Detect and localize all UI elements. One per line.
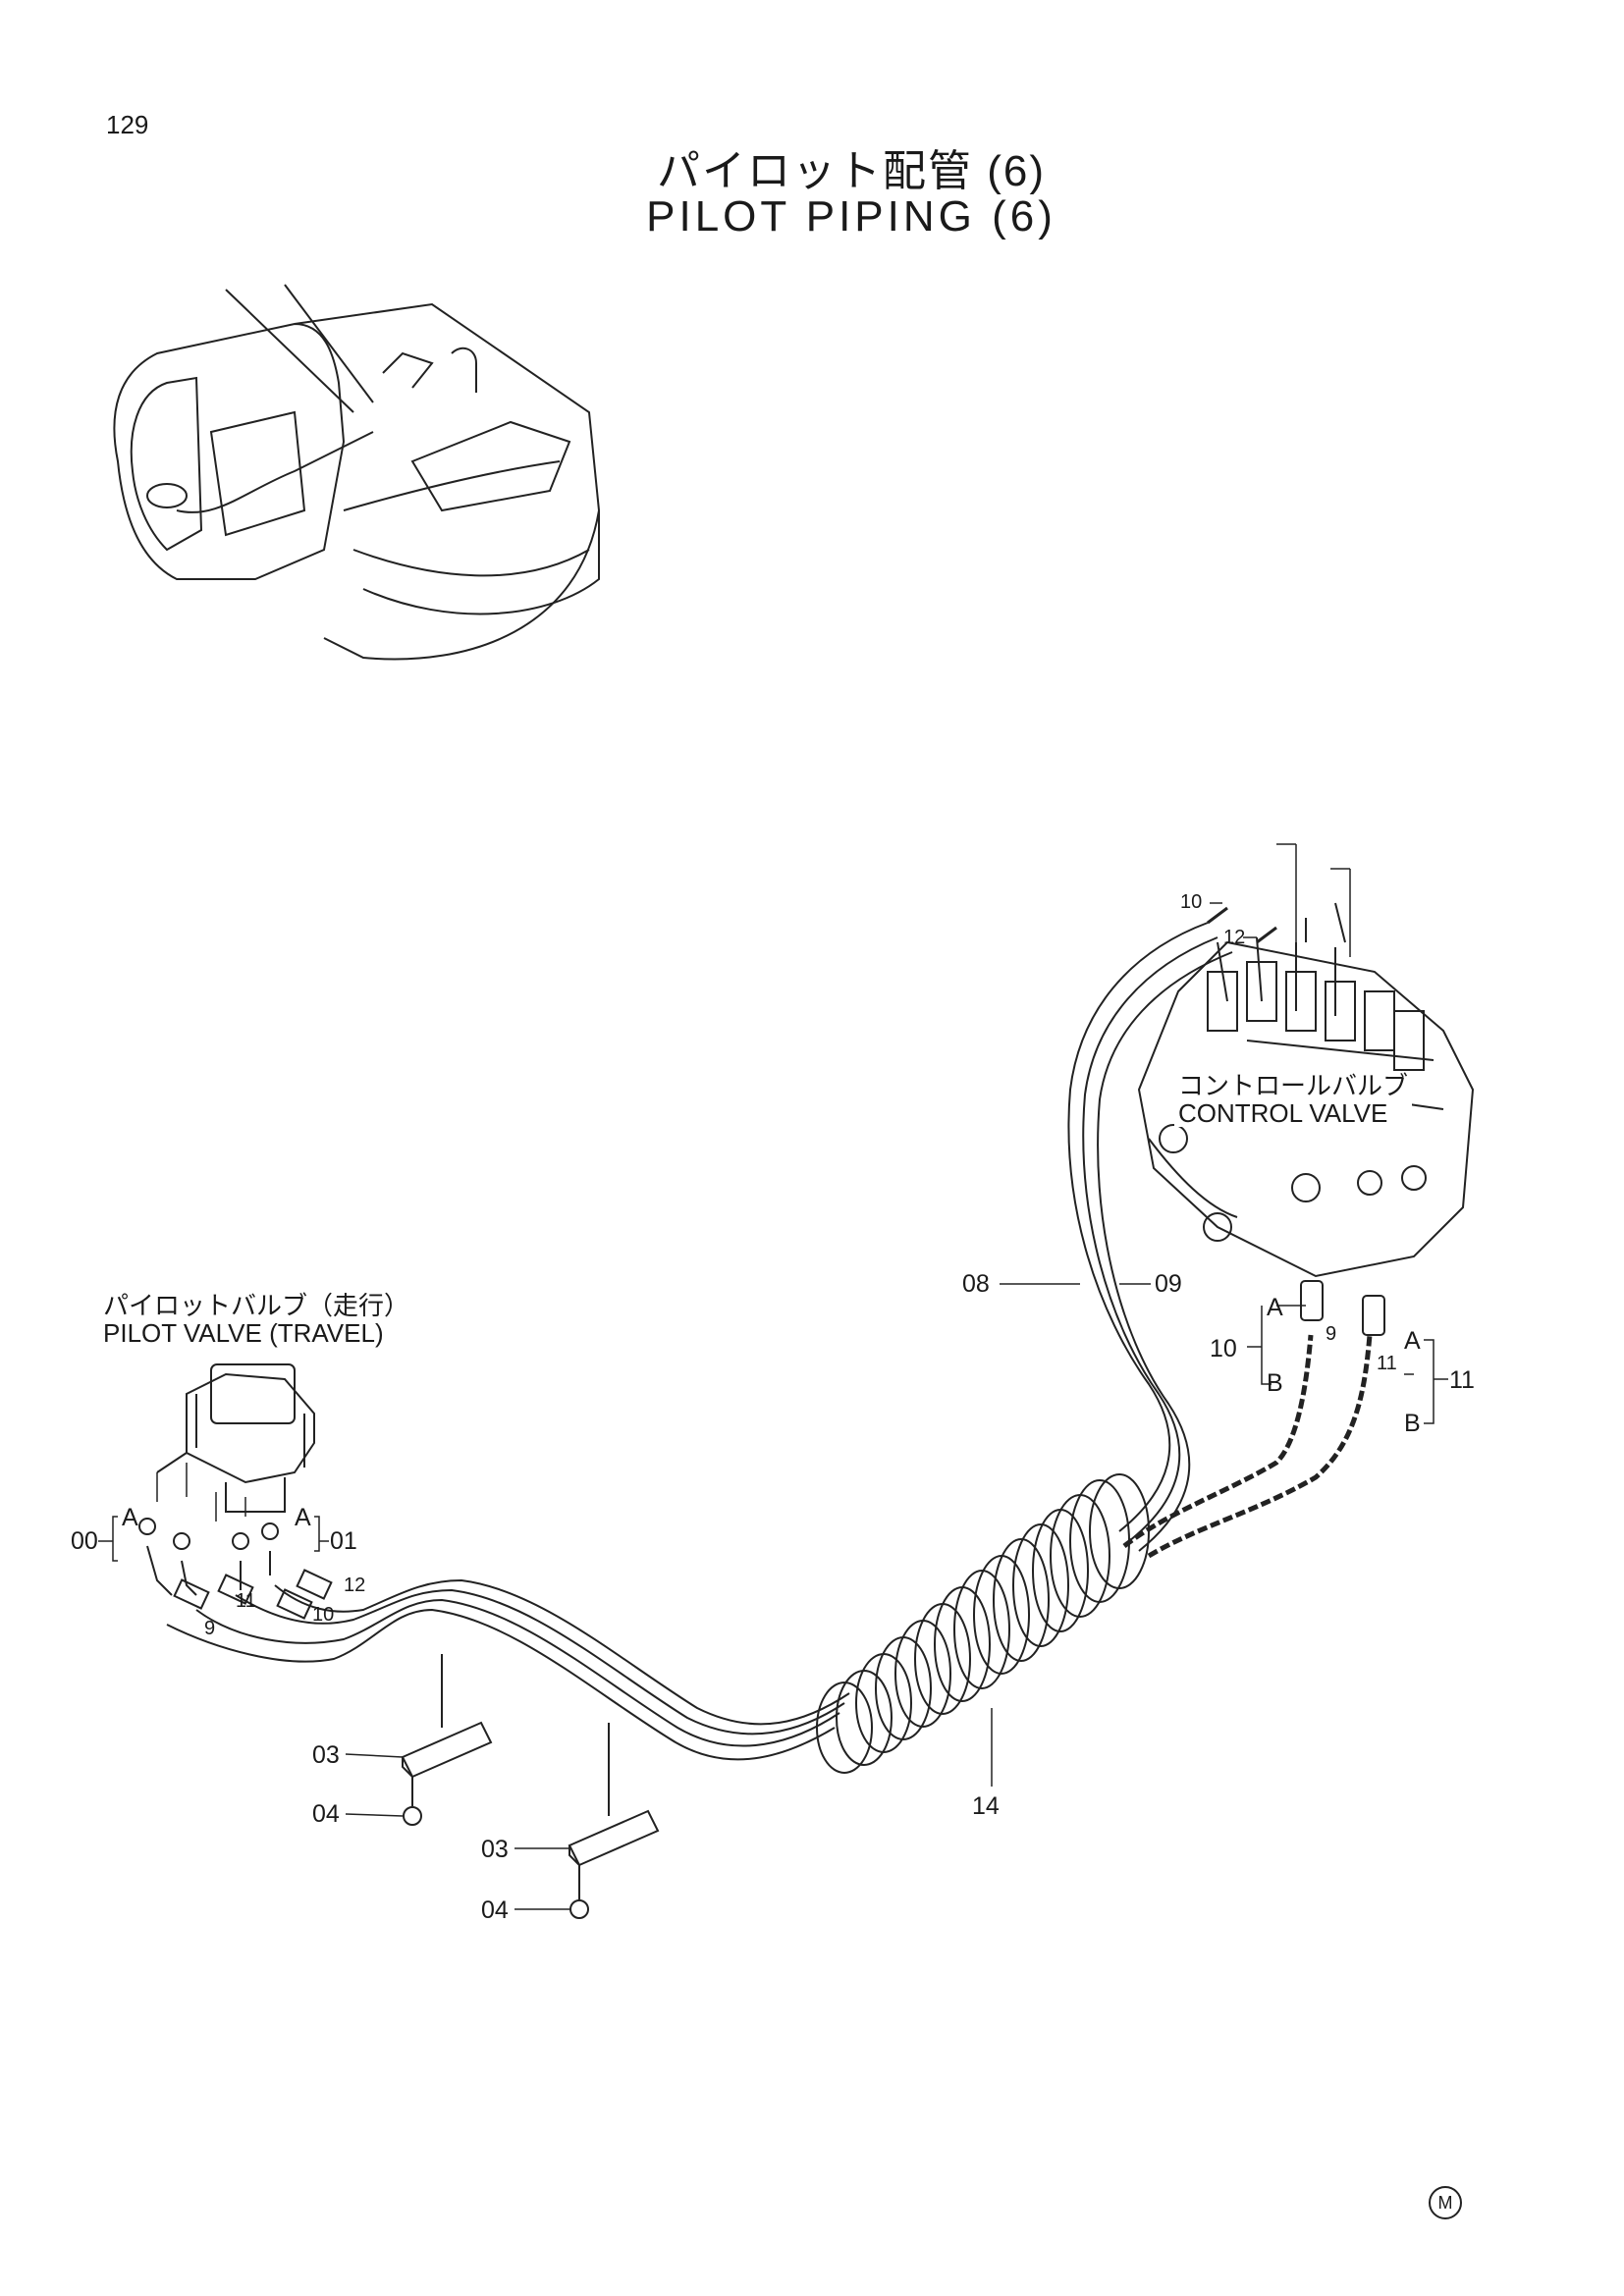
callout-port-b-r1: B — [1267, 1369, 1283, 1397]
pilot-valve-label-jp: パイロットバルブ（走行） — [103, 1291, 410, 1320]
callout-10-pv: 10 — [312, 1604, 335, 1626]
travel-pilot-valve-drawing — [138, 1363, 333, 1620]
callout-04-b: 04 — [481, 1896, 509, 1924]
callout-port-b-r2: B — [1404, 1410, 1421, 1437]
hose-bundle-drawing — [166, 1578, 850, 1761]
page-title-english: PILOT PIPING (6) — [646, 192, 1056, 240]
callout-port-a-left2: A — [295, 1504, 311, 1531]
page-title-japanese: パイロット配管 (6) — [657, 147, 1046, 195]
callout-08: 08 — [962, 1270, 990, 1298]
callout-12-top: 12 — [1223, 927, 1246, 948]
hoses-08-09-drawing — [1067, 906, 1277, 1552]
callout-11-hose: 11 — [1377, 1353, 1397, 1374]
hose-coil-drawing — [816, 1473, 1150, 1774]
callout-9-hose: 9 — [1326, 1323, 1337, 1345]
callout-14: 14 — [972, 1792, 1000, 1820]
callout-03-b: 03 — [481, 1836, 509, 1863]
callout-11-pv: 11 — [236, 1590, 256, 1612]
callout-09: 09 — [1155, 1270, 1182, 1298]
page-number: 129 — [106, 110, 149, 139]
callout-port-a-r1: A — [1267, 1294, 1283, 1321]
callout-10-top: 10 — [1180, 891, 1203, 913]
footer-m-mark: M — [1429, 2186, 1462, 2219]
callout-11-right: 11 — [1449, 1366, 1475, 1394]
control-valve-label-en: CONTROL VALVE — [1178, 1098, 1388, 1128]
hoses-10-11-drawing — [1122, 1280, 1385, 1559]
excavator-overview-drawing — [113, 284, 601, 661]
callout-04-a: 04 — [312, 1800, 340, 1828]
control-valve-label: コントロールバルブ CONTROL VALVE — [1174, 1071, 1413, 1128]
leader-lines — [98, 902, 1448, 1910]
pilot-valve-label-en: PILOT VALVE (TRAVEL) — [103, 1318, 384, 1348]
callout-12-pv: 12 — [344, 1575, 366, 1596]
callout-10-right: 10 — [1210, 1335, 1237, 1362]
callout-03-a: 03 — [312, 1741, 340, 1769]
callout-port-a-r2: A — [1404, 1327, 1421, 1355]
callout-port-a-left: A — [122, 1504, 138, 1531]
control-valve-label-jp: コントロールバルブ — [1178, 1071, 1409, 1100]
pilot-valve-label: パイロットバルブ（走行） PILOT VALVE (TRAVEL) — [103, 1292, 409, 1347]
callout-9-pv: 9 — [204, 1618, 216, 1639]
callout-01: 01 — [330, 1527, 357, 1555]
callout-00: 00 — [71, 1527, 98, 1555]
clamps-drawing — [401, 1654, 660, 1919]
